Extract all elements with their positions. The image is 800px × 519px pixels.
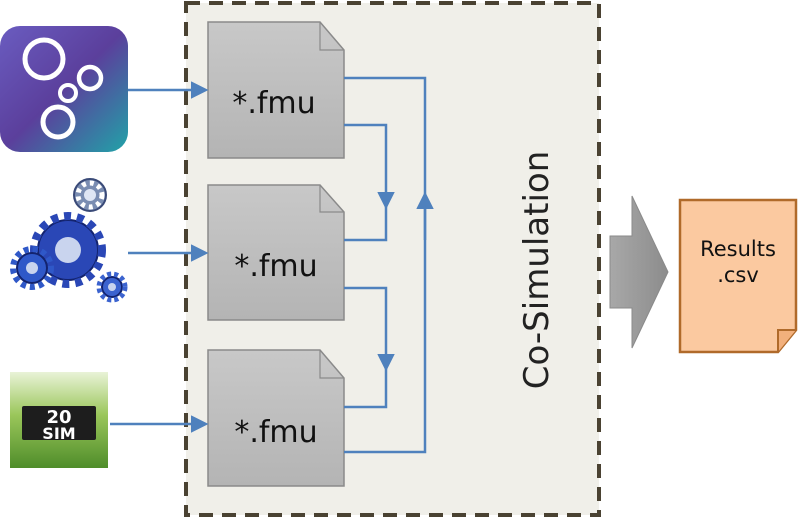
fmu-document: *.fmu xyxy=(207,21,345,159)
20-sim-logo: 20 SIM xyxy=(10,372,108,468)
sim-logo-bottom: SIM xyxy=(42,424,75,443)
gears-icon xyxy=(10,178,128,303)
coupling-fmu2-to-fmu3 xyxy=(344,286,395,372)
coupling-fmu1-to-fmu2 xyxy=(344,123,395,210)
cosimulation-label: Co-Simulation xyxy=(517,151,557,390)
results-csv-document: Results .csv xyxy=(678,198,798,354)
tool-to-fmu-arrows xyxy=(110,81,209,433)
feedback-fmu3-to-fmu1 xyxy=(344,76,427,454)
sim-logo-top: 20 xyxy=(46,407,71,428)
fmu-document: *.fmu xyxy=(207,349,345,487)
fmu-label: *.fmu xyxy=(234,415,317,450)
bubbles-app-icon xyxy=(0,26,128,152)
fmu-coupling-arrows xyxy=(344,76,434,454)
fmu-document: *.fmu xyxy=(207,184,345,321)
results-line1: Results xyxy=(700,237,776,261)
output-arrow xyxy=(609,195,669,349)
fmu-label: *.fmu xyxy=(232,86,315,121)
coupling-fmu3-out xyxy=(344,368,388,409)
coupling-fmu2-out xyxy=(344,206,388,242)
fmu-label: *.fmu xyxy=(234,249,317,284)
results-line2: .csv xyxy=(717,263,759,287)
